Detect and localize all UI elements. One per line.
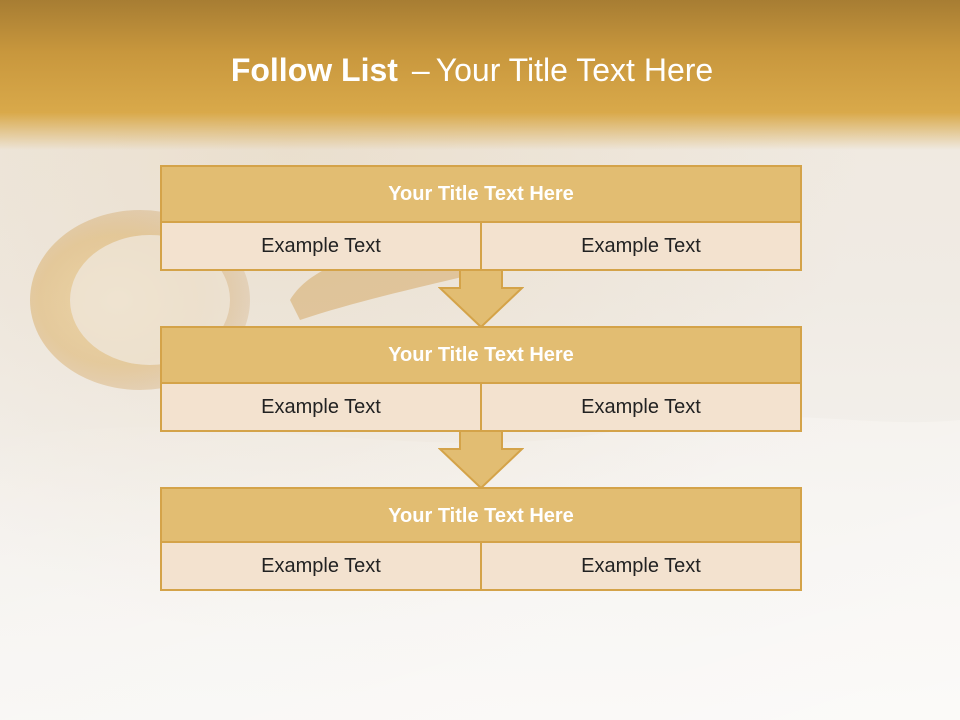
step-3-right-cell: Example Text xyxy=(480,541,802,591)
down-arrow-icon-2 xyxy=(438,431,524,489)
step-2-right-cell: Example Text xyxy=(480,382,802,432)
step-title-1: Your Title Text Here xyxy=(160,165,802,223)
slide-title-bold: Follow List xyxy=(230,52,398,88)
slide-title-dash: – xyxy=(411,52,430,88)
slide-title-rest: Your Title Text Here xyxy=(435,52,714,88)
step-3-left-cell: Example Text xyxy=(160,541,482,591)
step-1-left-cell: Example Text xyxy=(160,221,482,271)
step-title-2: Your Title Text Here xyxy=(160,326,802,384)
slide-title: Follow List–Your Title Text Here xyxy=(0,52,944,89)
step-title-3: Your Title Text Here xyxy=(160,487,802,545)
step-1-right-cell: Example Text xyxy=(480,221,802,271)
down-arrow-icon-1 xyxy=(438,270,524,328)
header-band xyxy=(0,0,960,150)
step-2-left-cell: Example Text xyxy=(160,382,482,432)
